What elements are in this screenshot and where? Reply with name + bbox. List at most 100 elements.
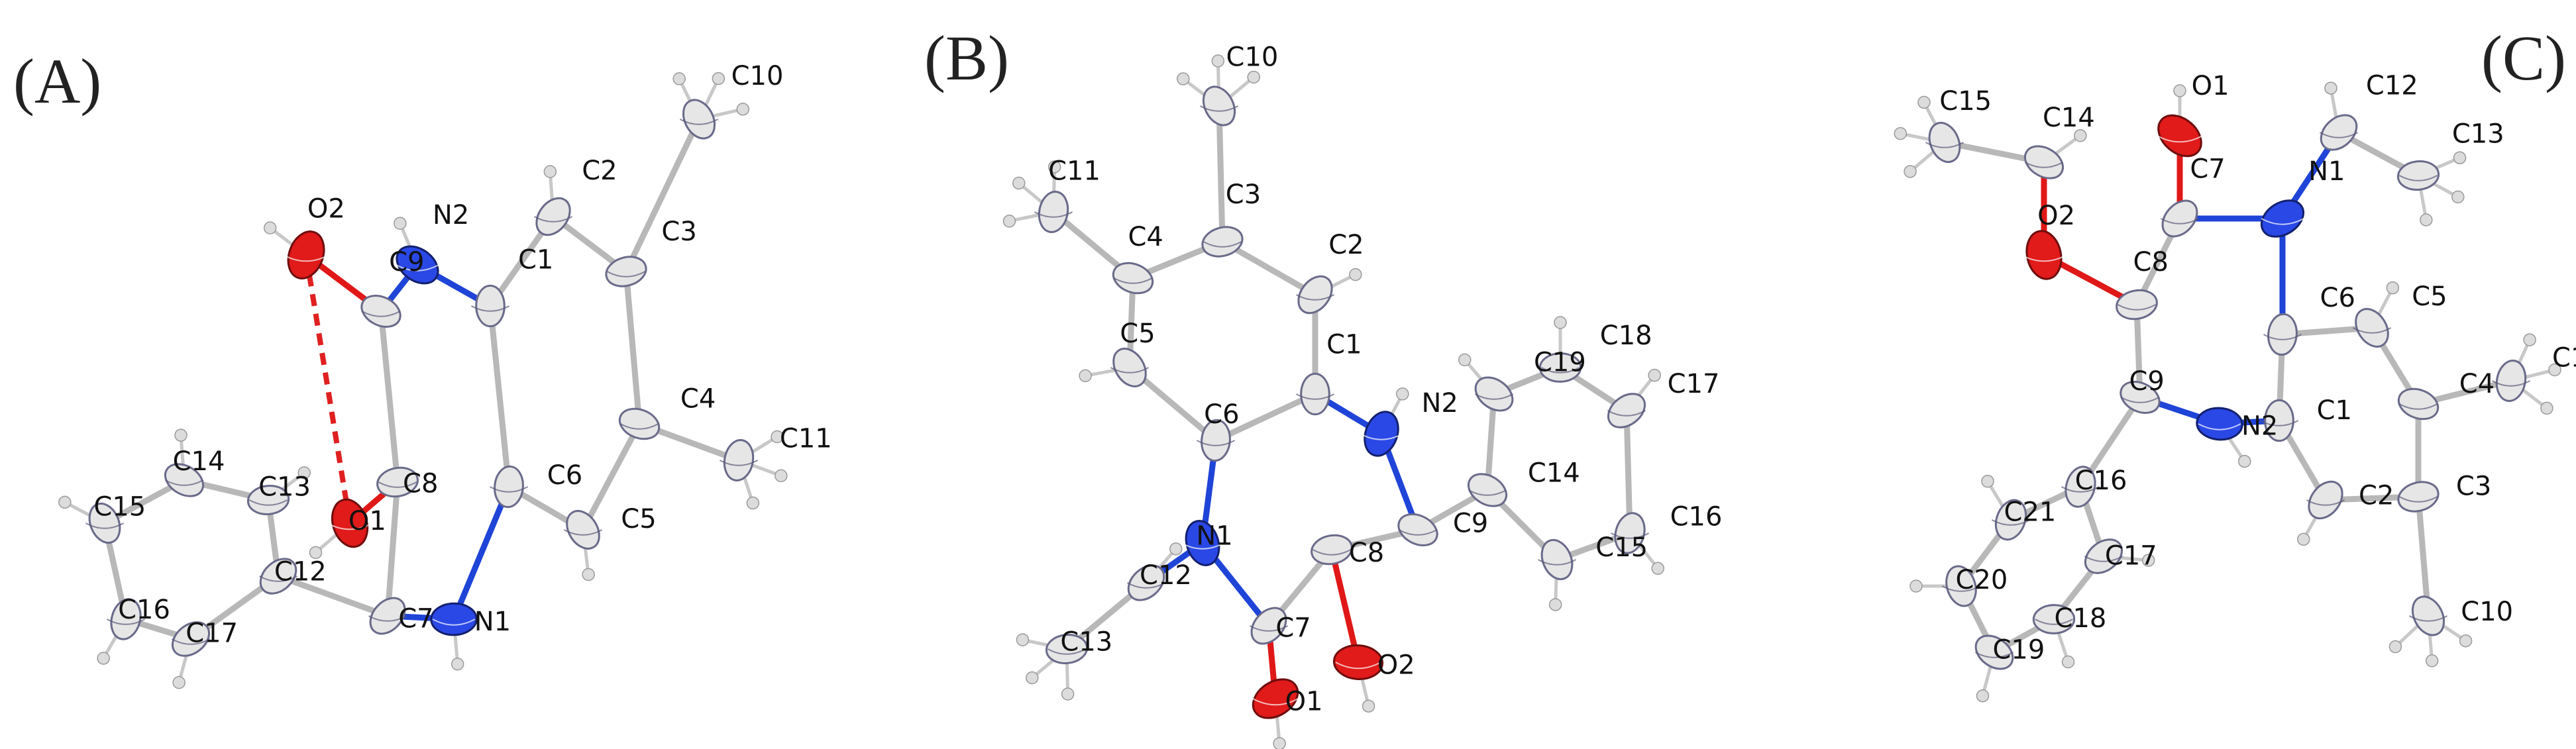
ellipsoid-principal-axis [396,264,439,272]
atom-c6 [2267,313,2298,356]
bond-c4-c5 [580,421,643,533]
hydrogen-atom [712,72,725,85]
panel-a-atom-labels: C1C2C3C4C5C6C7C8C9C10C11C12C13C14C15C16C… [93,61,832,649]
atom-c18 [1538,352,1582,383]
atom-label-c20: C20 [1955,565,2008,595]
atom-c16 [2065,466,2096,508]
atom-label-o2: O2 [1377,650,1415,680]
atom-label-c17: C17 [186,619,238,649]
ellipsoid-principal-axis [1925,142,1964,148]
atom-o2 [2025,230,2063,280]
atom-label-n1: N1 [474,607,511,637]
bond-c3-c10 [1216,103,1226,245]
atom-c4 [618,407,661,440]
atom-n1 [2261,199,2304,238]
atom-label-c8: C8 [2133,247,2169,277]
atom-c2 [535,197,571,236]
ellipsoid-principal-axis [1181,542,1224,550]
bond-c3-c4 [623,268,643,427]
atom-c10 [2411,595,2445,636]
atom-c12 [259,558,297,595]
atom-label-o1: O1 [1285,686,1323,717]
hydrogen-atom [2173,84,2186,97]
atom-c2 [2308,480,2343,520]
atom-label-c5: C5 [2412,281,2447,312]
ellipsoid-principal-axis [1295,393,1335,400]
ellipsoid-principal-axis [2117,304,2157,311]
ellipsoid-principal-axis [2398,403,2438,410]
atom-label-c17: C17 [1668,369,1720,399]
bond-n1-c6 [451,483,512,623]
ellipsoid-principal-axis [1474,393,1514,400]
hydrogen-atom [1016,633,1030,646]
atom-label-c10: C10 [2461,597,2513,627]
atom-label-c1: C1 [518,244,553,275]
bond-c9-c8 [378,308,401,485]
ellipsoid-principal-axis [1398,529,1438,536]
panel-c-bonds [1898,86,2557,698]
ellipsoid-principal-axis [563,529,603,536]
atom-c14 [164,463,204,497]
atom-c19 [1974,634,2014,670]
hydrogen-atom [2453,151,2467,165]
ellipsoid-principal-axis [470,305,510,312]
atom-label-c15: C15 [1939,86,1992,117]
ellipsoid-principal-axis [258,575,298,582]
ellipsoid-principal-axis [2263,334,2302,340]
hydrogen-atom [2388,640,2402,654]
atom-c9 [360,295,402,328]
hydrogen-atom [1176,72,1190,85]
atom-label-c18: C18 [1600,321,1652,351]
hydrogen-atom [775,469,788,483]
ellipsoid-principal-axis [489,486,529,493]
hydrogen-bond-o2-o1 [303,254,352,524]
atom-label-c13: C13 [2452,119,2504,149]
atom-label-c5: C5 [621,504,656,534]
hydrogen-atom [2386,281,2400,295]
atom-label-c1: C1 [2317,395,2352,426]
atom-c1 [475,284,506,328]
atom-c15 [1540,538,1574,581]
atom-c15 [1928,121,1961,164]
atom-c19 [1474,376,1514,412]
ellipsoid-principal-axis [2261,218,2304,225]
atom-c10 [682,99,716,140]
ellipsoid-principal-axis [1203,241,1242,248]
ellipsoid-principal-axis [1126,582,1166,589]
atom-c11 [2495,360,2527,402]
atom-label-c10: C10 [731,61,784,91]
ellipsoid-principal-axis [85,523,125,529]
ellipsoid-principal-axis [2408,615,2448,622]
ellipsoid-principal-axis [606,271,646,277]
hydrogen-atom [1651,562,1665,575]
atom-o2 [287,230,325,279]
atom-label-c11: C11 [1048,156,1100,186]
ellipsoid-principal-axis [248,499,288,506]
hydrogen-atom [1548,598,1562,611]
ellipsoid-principal-axis [378,481,417,488]
atom-c11 [723,439,755,481]
hydrogen-atom [2548,363,2561,377]
atom-o2 [1332,644,1384,680]
ellipsoid-principal-axis [2160,218,2200,225]
hydrogen-atom [1211,54,1225,68]
atom-c8 [376,466,419,498]
atom-label-c12: C12 [274,556,327,587]
atom-label-c2: C2 [2359,481,2394,511]
atom-label-c19: C19 [1992,635,2045,666]
ellipsoid-principal-axis [1607,410,1646,417]
ellipsoid-principal-axis [2034,619,2074,625]
atom-label-c8: C8 [1349,538,1384,568]
ellipsoid-principal-axis [1110,367,1150,374]
atom-n1 [1185,520,1220,566]
bond-c3-c10 [623,116,702,275]
ellipsoid-principal-axis [2120,397,2160,403]
atom-c9 [2120,381,2161,414]
atom-c10 [1202,85,1236,126]
panel-a-atoms [58,72,788,689]
atom-label-c10: C10 [1226,42,1279,73]
hydrogen-atom [58,495,72,509]
ellipsoid-principal-axis [2306,499,2345,506]
ellipsoid-principal-axis [1941,585,1981,592]
